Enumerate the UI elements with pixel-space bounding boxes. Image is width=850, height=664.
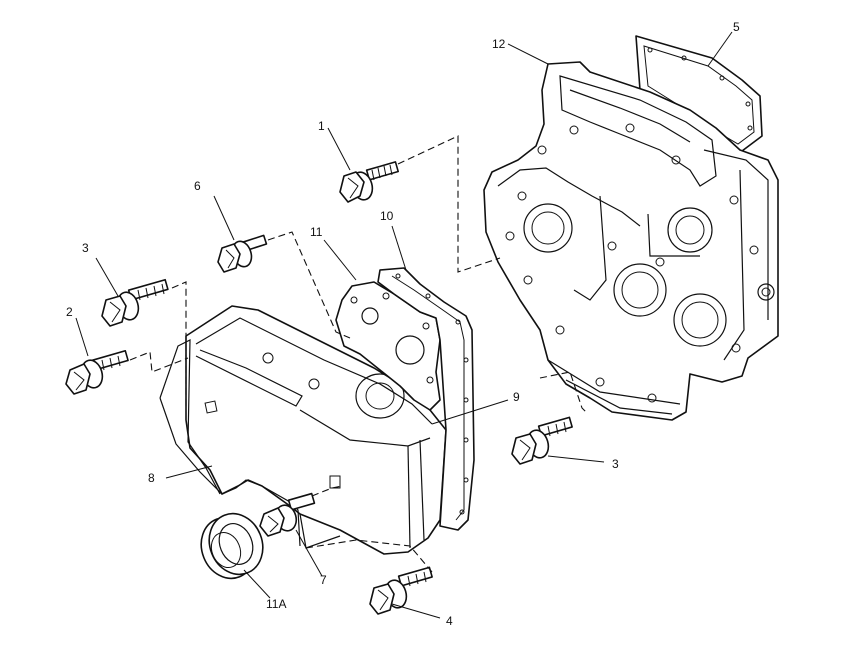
callout-4: 4 [446, 614, 453, 628]
callout-5: 5 [733, 20, 740, 34]
callout-11: 11 [310, 225, 323, 239]
bolt-6 [217, 234, 268, 273]
callout-7: 7 [320, 573, 327, 587]
callout-labels: 1 2 3 3 4 5 6 7 8 9 10 11 11A 12 [66, 20, 740, 628]
callout-12: 12 [492, 37, 506, 51]
seal-11A [200, 512, 264, 580]
callout-3-left: 3 [82, 241, 89, 255]
bolt-4 [369, 566, 433, 615]
leader-lines [75, 31, 733, 619]
timing-gear-housing-12 [483, 61, 779, 421]
callout-10: 10 [380, 209, 394, 223]
bolt-1 [339, 161, 400, 203]
bolt-7 [259, 492, 316, 537]
callout-1: 1 [318, 119, 325, 133]
front-cover-9 [185, 305, 447, 555]
callout-11A: 11A [266, 597, 286, 611]
bolt-2 [65, 350, 129, 395]
callout-8: 8 [148, 471, 155, 485]
callout-2: 2 [66, 305, 73, 319]
bolt-3-right [511, 416, 573, 465]
bolt-3-left [101, 278, 169, 327]
assembly-lines [129, 135, 589, 573]
callout-9: 9 [513, 390, 520, 404]
gasket-10 [377, 267, 475, 531]
callout-6: 6 [194, 179, 201, 193]
callout-3-right: 3 [612, 457, 619, 471]
